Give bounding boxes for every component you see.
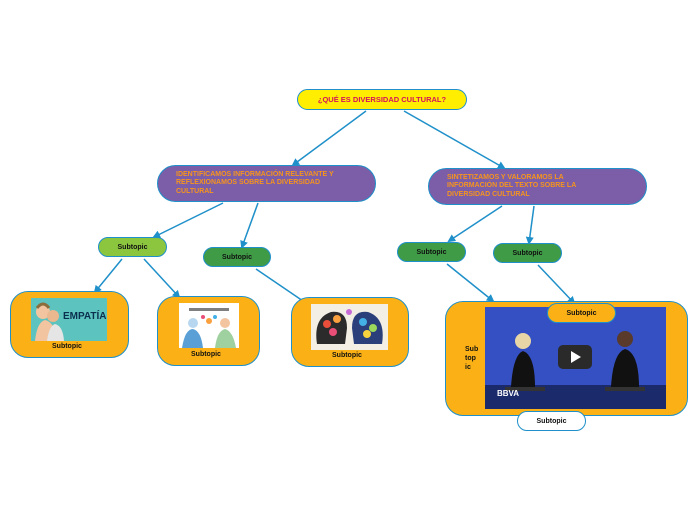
connector-b2-s4	[525, 205, 535, 245]
subtopic-node-video-top[interactable]: Subtopic	[547, 303, 616, 323]
empatia-image: EMPATÍA	[31, 298, 107, 341]
subtopic-label-2: Subtopic	[222, 253, 252, 261]
card3-image	[311, 304, 388, 350]
image-card-empatia[interactable]: EMPATÍA Subtopic	[10, 291, 129, 358]
subtopic-node-2[interactable]: Subtopic	[203, 247, 271, 267]
card2-image	[179, 303, 239, 348]
subtopic-label-6: Subtopic	[191, 351, 221, 358]
connector-b1-s1	[152, 202, 224, 238]
connector-b2-s3	[447, 205, 503, 243]
video-logo: BBVA	[497, 389, 520, 398]
subtopic-node-video-bottom[interactable]: Subtopic	[517, 411, 586, 431]
empatia-image-text: EMPATÍA	[63, 311, 107, 322]
subtopic-node-1[interactable]: Subtopic	[98, 237, 167, 257]
subtopic-node-4[interactable]: Subtopic	[493, 243, 562, 263]
subtopic-node-3[interactable]: Subtopic	[397, 242, 466, 262]
subtopic-label-7: Subtopic	[332, 352, 362, 359]
connector-b1-s2	[240, 202, 259, 249]
image-card-2[interactable]: Subtopic	[157, 296, 260, 366]
video-card[interactable]: Sub top ic BBVA	[445, 301, 688, 416]
root-topic-label: ¿QUÉ ES DIVERSIDAD CULTURAL?	[317, 95, 447, 104]
video-card-side-label: Sub top ic	[465, 346, 479, 371]
connector-s4-s7	[537, 264, 576, 305]
branch-identificamos-label: IDENTIFICAMOS INFORMACIÓN RELEVANTE Y RE…	[176, 170, 334, 195]
subtopic-label-4: Subtopic	[512, 249, 543, 257]
branch-identificamos[interactable]: IDENTIFICAMOS INFORMACIÓN RELEVANTE Y RE…	[157, 165, 376, 202]
connector-root-branch2	[403, 110, 506, 169]
connector-s2-card3	[255, 268, 304, 302]
connector-s1-empatia	[93, 258, 123, 294]
subtopic-label-3: Subtopic	[416, 248, 447, 256]
image-card-3[interactable]: Subtopic	[291, 297, 409, 367]
branch-sintetizamos-label: SINTETIZAMOS Y VALORAMOS LA INFORMACIÓN …	[447, 173, 576, 198]
play-icon[interactable]	[558, 345, 592, 369]
subtopic-label-video-top: Subtopic	[566, 309, 597, 317]
subtopic-label-1: Subtopic	[117, 243, 148, 251]
subtopic-label-video-bottom: Subtopic	[536, 417, 567, 425]
subtopic-label-5: Subtopic	[52, 343, 82, 350]
video-thumbnail[interactable]: BBVA	[485, 307, 666, 409]
connector-s3-video	[446, 263, 495, 303]
connector-s1-card2	[143, 258, 181, 299]
root-topic[interactable]: ¿QUÉ ES DIVERSIDAD CULTURAL?	[297, 89, 467, 110]
connector-root-branch1	[291, 110, 367, 167]
branch-sintetizamos[interactable]: SINTETIZAMOS Y VALORAMOS LA INFORMACIÓN …	[428, 168, 647, 205]
